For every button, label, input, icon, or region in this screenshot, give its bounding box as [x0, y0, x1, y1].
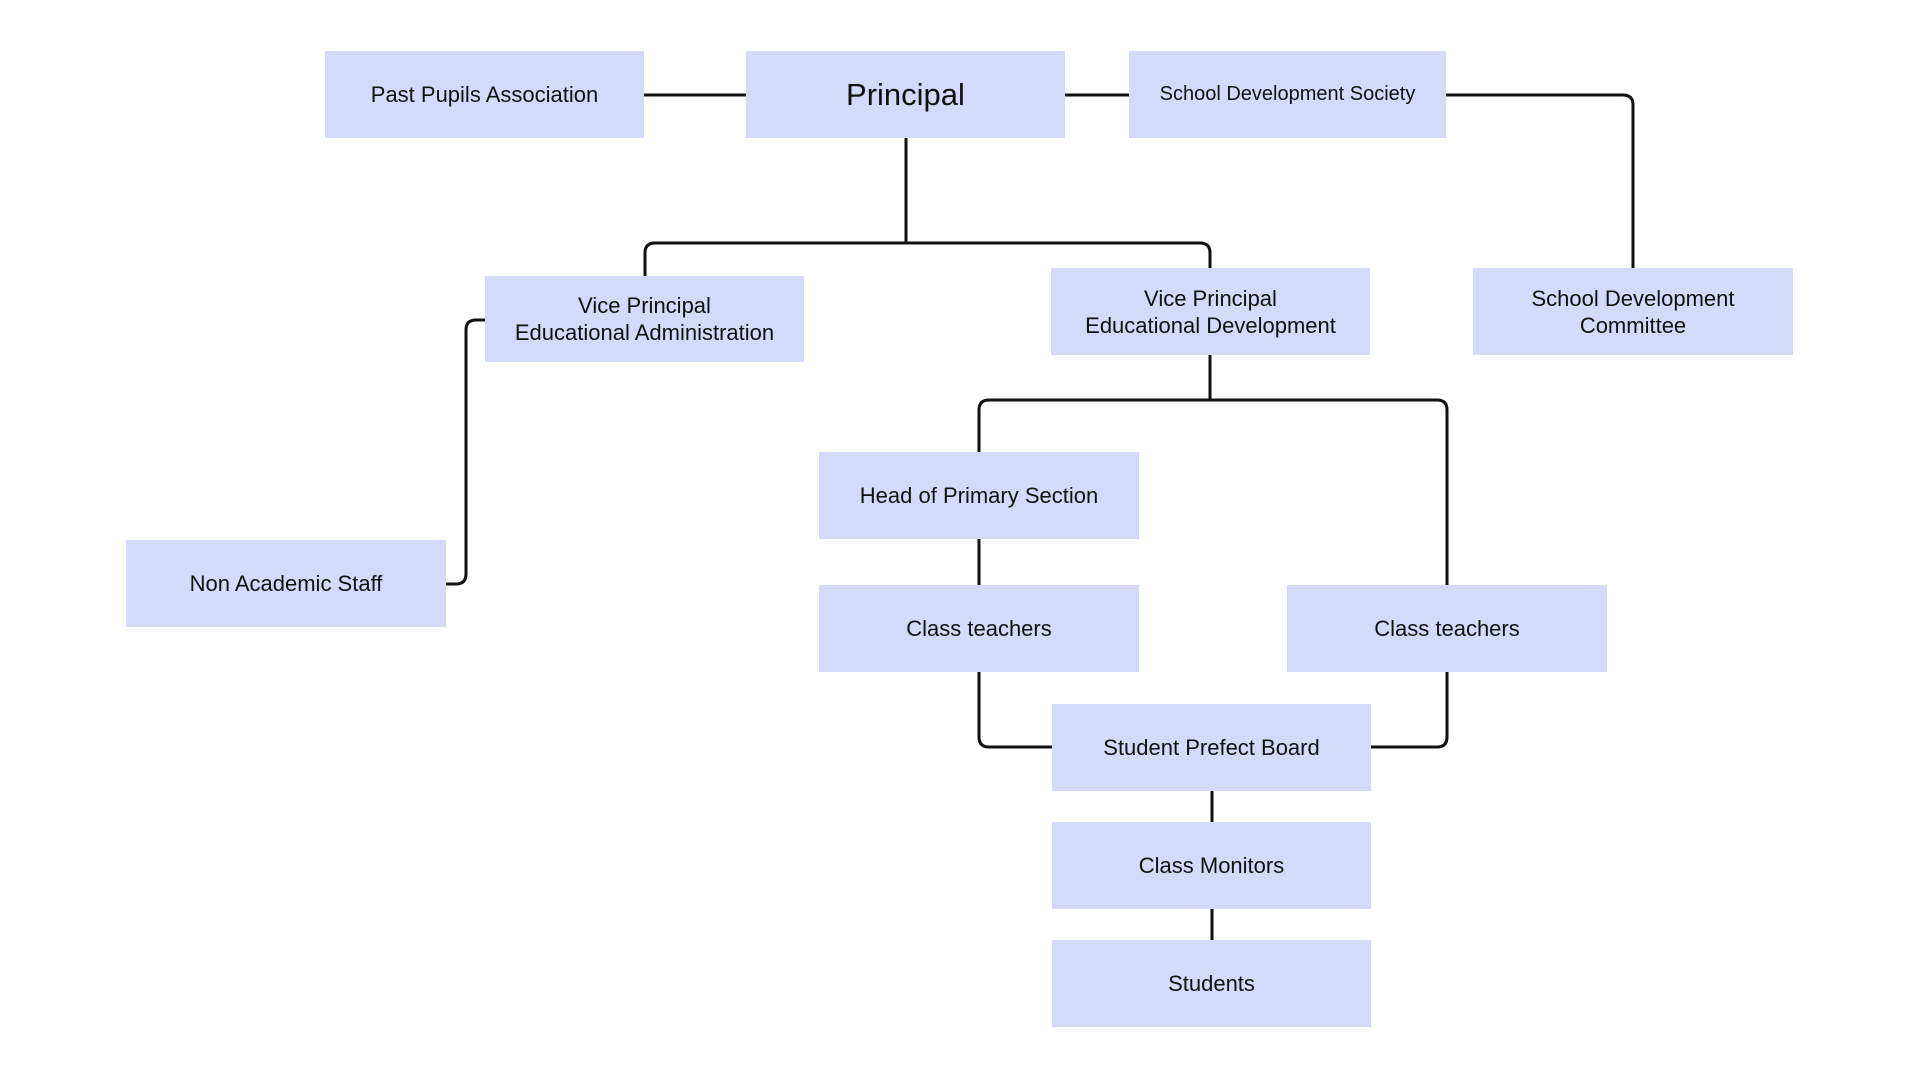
node-label: Non Academic Staff: [189, 571, 383, 596]
node-class-monitors: Class Monitors: [1052, 822, 1371, 909]
edge-class-teachers-1-prefect: [977, 672, 1052, 749]
node-label: School Development Society: [1159, 83, 1416, 105]
edge-vp-admin-non-academic: [446, 318, 485, 586]
node-class-teachers-primary: Class teachers: [819, 585, 1139, 672]
edge-class-teachers-2-prefect: [1371, 672, 1449, 749]
node-label: Class Monitors: [1138, 853, 1285, 878]
node-principal: Principal: [746, 51, 1065, 138]
edge-vp-dev-class-teachers-2: [1210, 398, 1449, 585]
edge-principal-vp-admin: [643, 241, 906, 276]
node-label: Class teachers: [906, 616, 1052, 641]
edge-sds-sdc: [1446, 93, 1635, 268]
node-class-teachers-secondary: Class teachers: [1287, 585, 1607, 672]
node-label: School Development Committee: [1531, 285, 1735, 338]
node-vice-principal-development: Vice Principal Educational Development: [1051, 268, 1370, 355]
node-label: Head of Primary Section: [859, 483, 1099, 508]
node-label: Student Prefect Board: [1103, 735, 1320, 760]
node-label: Past Pupils Association: [370, 82, 599, 107]
node-students: Students: [1052, 940, 1371, 1027]
node-label: Principal: [846, 77, 965, 112]
node-school-development-committee: School Development Committee: [1473, 268, 1793, 355]
node-label: Class teachers: [1374, 616, 1520, 641]
node-label: Students: [1168, 971, 1255, 996]
node-non-academic-staff: Non Academic Staff: [126, 540, 446, 627]
node-label: Vice Principal Educational Administratio…: [514, 293, 775, 345]
node-student-prefect-board: Student Prefect Board: [1052, 704, 1371, 791]
node-head-of-primary-section: Head of Primary Section: [819, 452, 1139, 539]
edge-vp-dev-head-primary: [977, 398, 1210, 452]
node-past-pupils-association: Past Pupils Association: [325, 51, 644, 138]
node-vice-principal-admin: Vice Principal Educational Administratio…: [485, 276, 804, 362]
edge-principal-vp-dev: [906, 241, 1212, 268]
node-school-development-society: School Development Society: [1129, 51, 1446, 138]
node-label: Vice Principal Educational Development: [1085, 285, 1336, 338]
